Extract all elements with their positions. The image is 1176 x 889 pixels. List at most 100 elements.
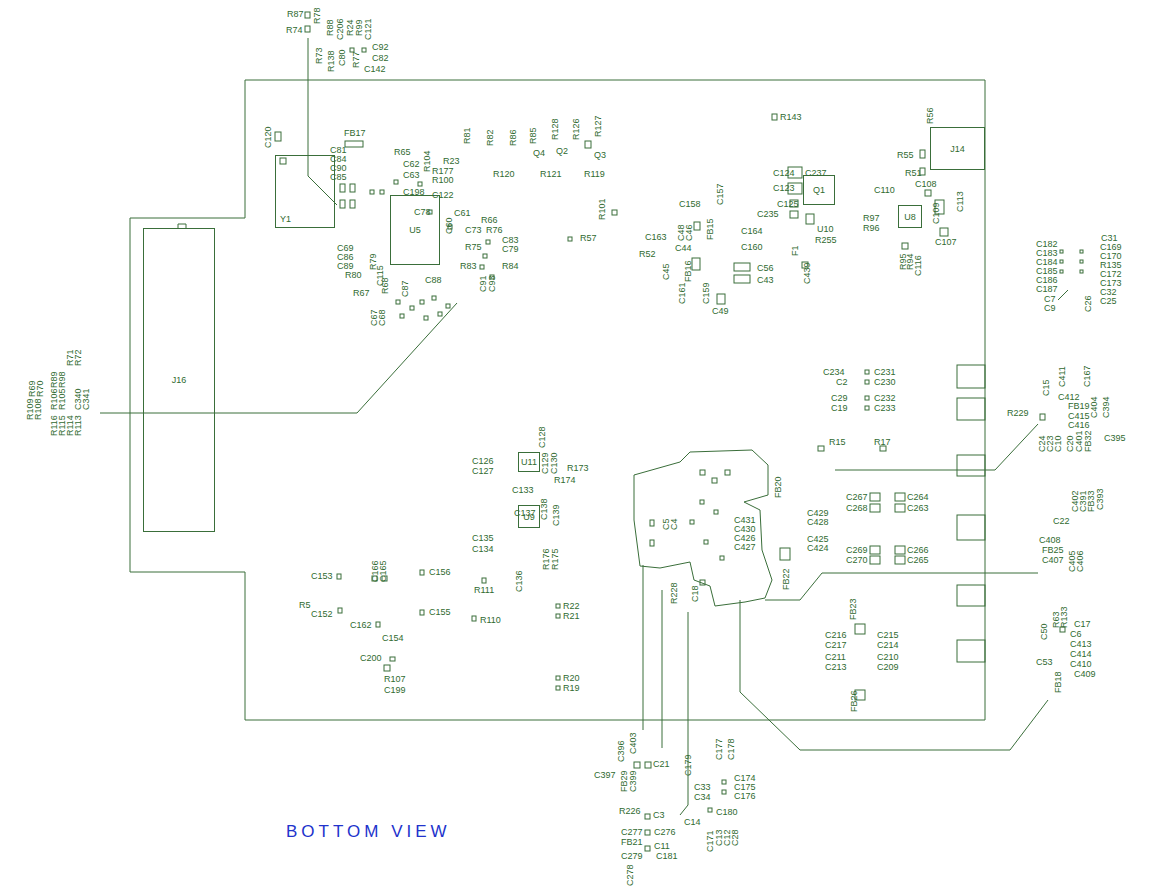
reference-designator: FB20 bbox=[774, 476, 783, 498]
reference-designator: C393 bbox=[1096, 488, 1105, 510]
reference-designator: R67 bbox=[353, 289, 370, 298]
reference-designator: C163 bbox=[645, 233, 667, 242]
reference-designator: C139 bbox=[552, 504, 561, 526]
reference-designator: R107 bbox=[384, 675, 406, 684]
reference-designator: C120 bbox=[264, 126, 273, 148]
reference-designator: C9 bbox=[1044, 304, 1056, 313]
reference-designator: R57 bbox=[580, 234, 597, 243]
reference-designator: Q2 bbox=[556, 147, 568, 156]
reference-designator: C86 bbox=[337, 253, 354, 262]
reference-designator: C142 bbox=[364, 65, 386, 74]
reference-designator: C91 bbox=[479, 275, 488, 292]
reference-designator: C29 bbox=[831, 394, 848, 403]
reference-designator: C264 bbox=[907, 493, 929, 502]
reference-designator: C176 bbox=[734, 792, 756, 801]
reference-designator: R80 bbox=[345, 271, 362, 280]
reference-designator: C136 bbox=[515, 570, 524, 592]
reference-designator: C156 bbox=[429, 568, 451, 577]
reference-designator: R20 bbox=[563, 674, 580, 683]
reference-designator: R22 bbox=[563, 602, 580, 611]
reference-designator: C154 bbox=[382, 634, 404, 643]
reference-designator: C78 bbox=[414, 208, 431, 217]
reference-designator: C267 bbox=[846, 493, 868, 502]
component-outline: Y1 bbox=[275, 155, 335, 228]
reference-designator: C49 bbox=[712, 307, 729, 316]
reference-designator: C231 bbox=[874, 368, 896, 377]
reference-designator: C128 bbox=[538, 426, 547, 448]
reference-designator: R255 bbox=[815, 236, 837, 245]
edge-connectors bbox=[957, 365, 985, 662]
reference-designator: C408 bbox=[1039, 536, 1061, 545]
reference-designator: Q3 bbox=[594, 151, 606, 160]
reference-designator: R133 bbox=[1060, 606, 1069, 628]
reference-designator: R68 bbox=[381, 277, 390, 294]
reference-designator: C413 bbox=[1070, 640, 1092, 649]
reference-designator: C7 bbox=[1044, 295, 1056, 304]
reference-designator: C395 bbox=[1104, 434, 1126, 443]
reference-designator: C153 bbox=[311, 572, 333, 581]
reference-designator: C431 bbox=[734, 516, 756, 525]
reference-designator: C14 bbox=[684, 818, 701, 827]
reference-designator: R177 bbox=[432, 167, 454, 176]
reference-designator: R228 bbox=[670, 582, 679, 604]
reference-designator: FB29 bbox=[620, 770, 629, 792]
reference-designator: C214 bbox=[877, 641, 899, 650]
reference-designator: FB21 bbox=[621, 838, 643, 847]
component-outline: J14 bbox=[930, 127, 985, 170]
reference-designator: R229 bbox=[1007, 409, 1029, 418]
reference-designator: R100 bbox=[432, 176, 454, 185]
reference-designator: C183 bbox=[1036, 249, 1058, 258]
reference-designator: C403 bbox=[629, 732, 638, 754]
view-title: BOTTOM VIEW bbox=[286, 822, 451, 842]
reference-designator: R88 bbox=[326, 19, 335, 36]
reference-designator: C113 bbox=[956, 191, 965, 212]
reference-designator: C162 bbox=[350, 621, 372, 630]
reference-designator: C396 bbox=[617, 740, 626, 762]
reference-designator: C171 bbox=[706, 830, 715, 852]
reference-designator: R87 bbox=[287, 10, 304, 19]
reference-designator: C2 bbox=[836, 378, 848, 387]
reference-designator: U8 bbox=[904, 212, 916, 222]
reference-designator: C32 bbox=[1100, 288, 1117, 297]
reference-designator: C425 bbox=[807, 535, 829, 544]
reference-designator: FB25 bbox=[1042, 546, 1064, 555]
reference-designator: R15 bbox=[829, 438, 846, 447]
component-outline: U5 bbox=[390, 195, 440, 265]
reference-designator: C80 bbox=[338, 49, 347, 66]
reference-designator: C6 bbox=[1070, 630, 1082, 639]
reference-designator: J16 bbox=[172, 375, 187, 385]
reference-designator: FB23 bbox=[849, 598, 858, 620]
reference-designator: C31 bbox=[1101, 234, 1118, 243]
reference-designator: C160 bbox=[741, 243, 763, 252]
reference-designator: C235 bbox=[757, 210, 779, 219]
reference-designator: C412 bbox=[1058, 393, 1080, 402]
leader-line bbox=[100, 38, 1068, 815]
reference-designator: C430 bbox=[734, 525, 756, 534]
reference-designator: C409 bbox=[1074, 670, 1096, 679]
reference-designator: C429 bbox=[807, 509, 829, 518]
reference-designator: U5 bbox=[409, 225, 421, 235]
reference-designator: C44 bbox=[675, 244, 692, 253]
reference-designator: R128 bbox=[551, 118, 560, 140]
reference-designator: R108 bbox=[34, 398, 43, 420]
reference-designator: R55 bbox=[897, 151, 914, 160]
reference-designator: C155 bbox=[429, 608, 451, 617]
reference-designator: C397 bbox=[594, 771, 616, 780]
reference-designator: C181 bbox=[656, 852, 678, 861]
reference-designator: R127 bbox=[594, 115, 603, 137]
reference-designator: R78 bbox=[313, 7, 322, 24]
reference-designator: R56 bbox=[926, 107, 935, 124]
reference-designator: C263 bbox=[907, 504, 929, 513]
reference-designator: R110 bbox=[480, 616, 501, 625]
reference-designator: C69 bbox=[337, 244, 354, 253]
reference-designator: R126 bbox=[572, 118, 581, 140]
reference-designator: C173 bbox=[1100, 279, 1122, 288]
reference-designator: R101 bbox=[598, 198, 607, 220]
reference-designator: C43 bbox=[757, 276, 774, 285]
reference-designator: C399 bbox=[629, 770, 638, 792]
reference-designator: C11 bbox=[654, 842, 670, 851]
reference-designator: R120 bbox=[493, 170, 515, 179]
reference-designator: C129 bbox=[541, 452, 550, 474]
reference-designator: C184 bbox=[1036, 258, 1058, 267]
